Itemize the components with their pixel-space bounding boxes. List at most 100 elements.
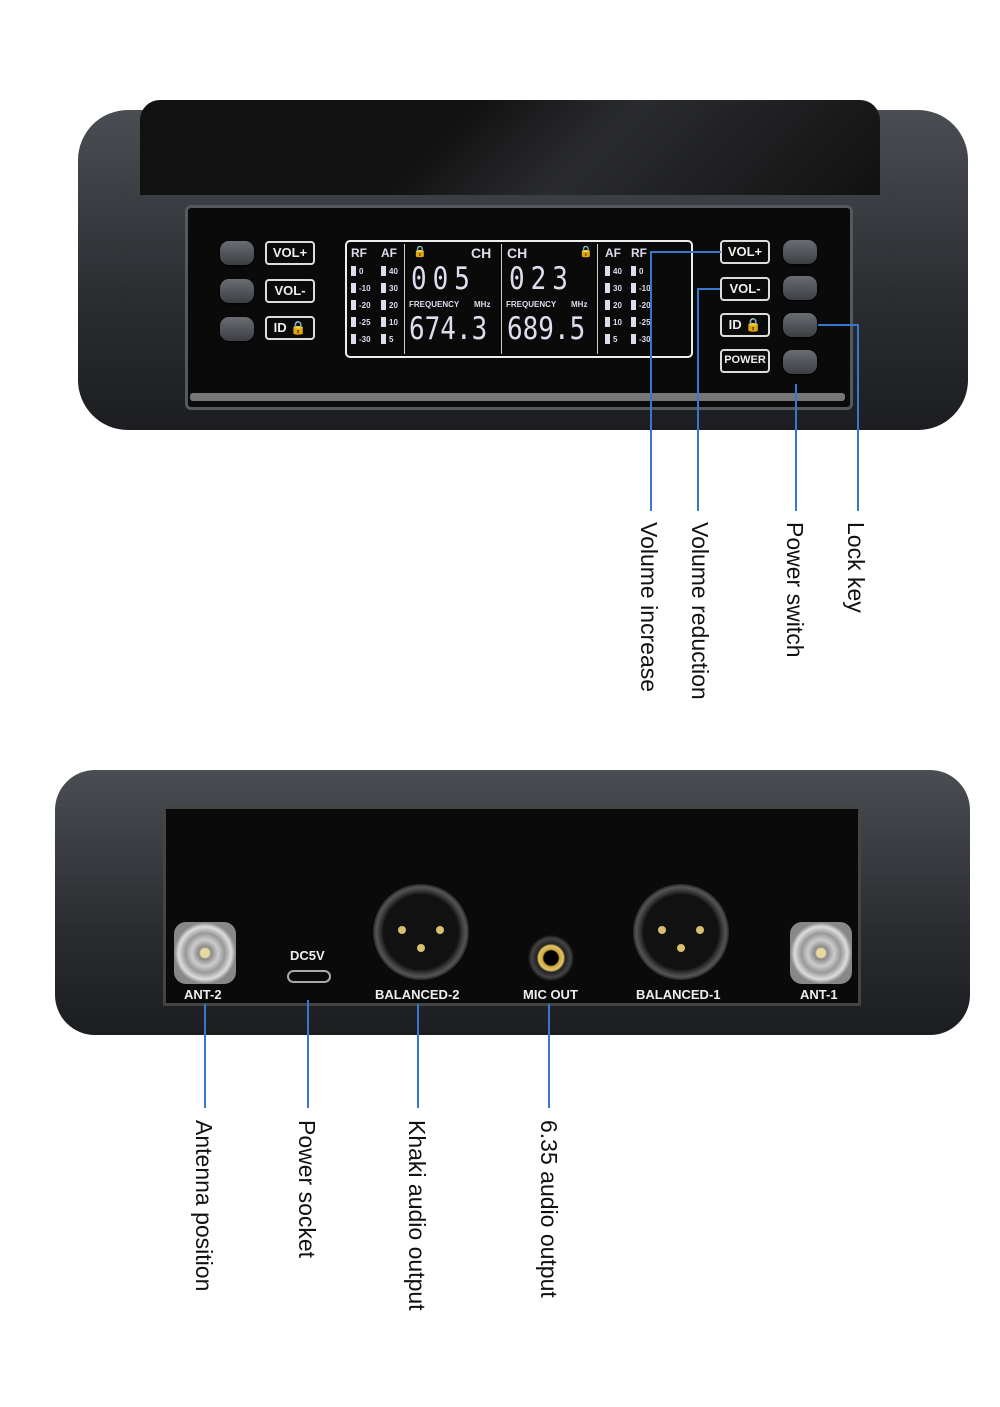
front-panel <box>185 205 853 410</box>
channel-2: 023 <box>509 261 574 298</box>
scale-label: 30 <box>389 284 398 293</box>
mhz-label-2: MHz <box>571 300 588 309</box>
af-label: AF <box>381 246 397 260</box>
right-id-button[interactable] <box>783 313 817 337</box>
lock-icon: 🔒 <box>413 246 427 258</box>
port-label-ant-2: ANT-2 <box>184 987 222 1002</box>
scale-label: -25 <box>639 318 651 327</box>
level-bar <box>381 317 386 327</box>
callout-line <box>417 1004 419 1108</box>
scale-label: 0 <box>359 267 364 276</box>
callout-line <box>698 288 720 290</box>
scale-label: -30 <box>639 335 651 344</box>
lock-icon: 🔒 <box>579 246 593 258</box>
left-vol-up-label: VOL+ <box>265 241 315 265</box>
scale-label: 10 <box>389 318 398 327</box>
level-bar <box>351 300 356 310</box>
chrome-strip <box>190 393 845 401</box>
annotation-volume-reduction: Volume reduction <box>687 522 713 700</box>
scale-label: 10 <box>613 318 622 327</box>
scale-label: -10 <box>359 284 371 293</box>
annotation-power-switch: Power switch <box>782 522 808 658</box>
scale-label: 40 <box>613 267 622 276</box>
port-label-ant-1: ANT-1 <box>800 987 838 1002</box>
level-bar <box>381 300 386 310</box>
mic-out-jack[interactable] <box>528 935 574 981</box>
callout-line <box>650 251 652 511</box>
callout-line <box>548 1004 550 1108</box>
level-bar <box>605 317 610 327</box>
scale-label: 20 <box>389 301 398 310</box>
annotation-power-socket: Power socket <box>294 1120 320 1259</box>
left-id-label: ID 🔒 <box>265 316 315 340</box>
left-id-button[interactable] <box>220 317 254 341</box>
rf-label: RF <box>631 246 647 260</box>
scale-label: -20 <box>359 301 371 310</box>
af-label: AF <box>605 246 621 260</box>
left-vol-down-button[interactable] <box>220 279 254 303</box>
scale-label: 5 <box>389 335 394 344</box>
callout-line <box>307 1000 309 1108</box>
ant-1-connector[interactable] <box>790 922 852 984</box>
frequency-label-2: FREQUENCY <box>506 300 557 309</box>
ant-2-connector[interactable] <box>174 922 236 984</box>
port-label-balanced-2: BALANCED-2 <box>375 987 460 1002</box>
level-bar <box>631 300 636 310</box>
receiver-top-surface <box>140 100 880 195</box>
balanced-2-xlr[interactable] <box>373 884 469 980</box>
frequency-label-1: FREQUENCY <box>409 300 460 309</box>
annotation-antenna-position: Antenna position <box>191 1120 217 1292</box>
scale-label: 40 <box>389 267 398 276</box>
port-label-dc5v: DC5V <box>290 948 325 963</box>
scale-label: -30 <box>359 335 371 344</box>
level-bar <box>381 283 386 293</box>
level-bar <box>351 334 356 344</box>
frequency-1: 674.3 <box>409 311 488 348</box>
level-bar <box>631 334 636 344</box>
left-vol-down-label: VOL- <box>265 279 315 303</box>
right-vol-down-label: VOL- <box>720 277 770 301</box>
rf-label: RF <box>351 246 367 260</box>
annotation-volume-increase: Volume increase <box>636 522 662 693</box>
scale-label: -10 <box>639 284 651 293</box>
scale-label: 5 <box>613 335 618 344</box>
level-bar <box>351 317 356 327</box>
port-label-mic-out: MIC OUT <box>523 987 578 1002</box>
annotation-635-audio-output: 6.35 audio output <box>536 1120 562 1298</box>
right-vol-up-label: VOL+ <box>720 240 770 264</box>
level-bar <box>381 334 386 344</box>
left-vol-up-button[interactable] <box>220 241 254 265</box>
right-vol-down-button[interactable] <box>783 276 817 300</box>
level-bar <box>351 283 356 293</box>
level-bar <box>605 300 610 310</box>
right-vol-up-button[interactable] <box>783 240 817 264</box>
channel-1: 005 <box>411 261 476 298</box>
frequency-2: 689.5 <box>507 311 586 348</box>
callout-line <box>697 288 699 511</box>
level-bar <box>351 266 356 276</box>
callout-line <box>818 324 858 326</box>
callout-line <box>795 384 797 511</box>
level-bar <box>605 334 610 344</box>
usb-c-port[interactable] <box>287 970 331 983</box>
callout-line <box>204 1004 206 1108</box>
power-label: POWER <box>720 349 770 373</box>
power-button[interactable] <box>783 350 817 374</box>
rear-panel <box>163 806 861 1006</box>
annotation-khaki-audio-output: Khaki audio output <box>404 1120 430 1311</box>
level-bar <box>381 266 386 276</box>
balanced-1-xlr[interactable] <box>633 884 729 980</box>
scale-label: 20 <box>613 301 622 310</box>
scale-label: -25 <box>359 318 371 327</box>
level-bar <box>605 266 610 276</box>
port-label-balanced-1: BALANCED-1 <box>636 987 721 1002</box>
mhz-label-1: MHz <box>474 300 491 309</box>
level-bar <box>631 283 636 293</box>
level-bar <box>605 283 610 293</box>
ch-label-2: CH <box>507 245 528 261</box>
scale-label: 30 <box>613 284 622 293</box>
annotation-lock-key: Lock key <box>843 522 869 613</box>
scale-label: -20 <box>639 301 651 310</box>
level-bar <box>631 266 636 276</box>
